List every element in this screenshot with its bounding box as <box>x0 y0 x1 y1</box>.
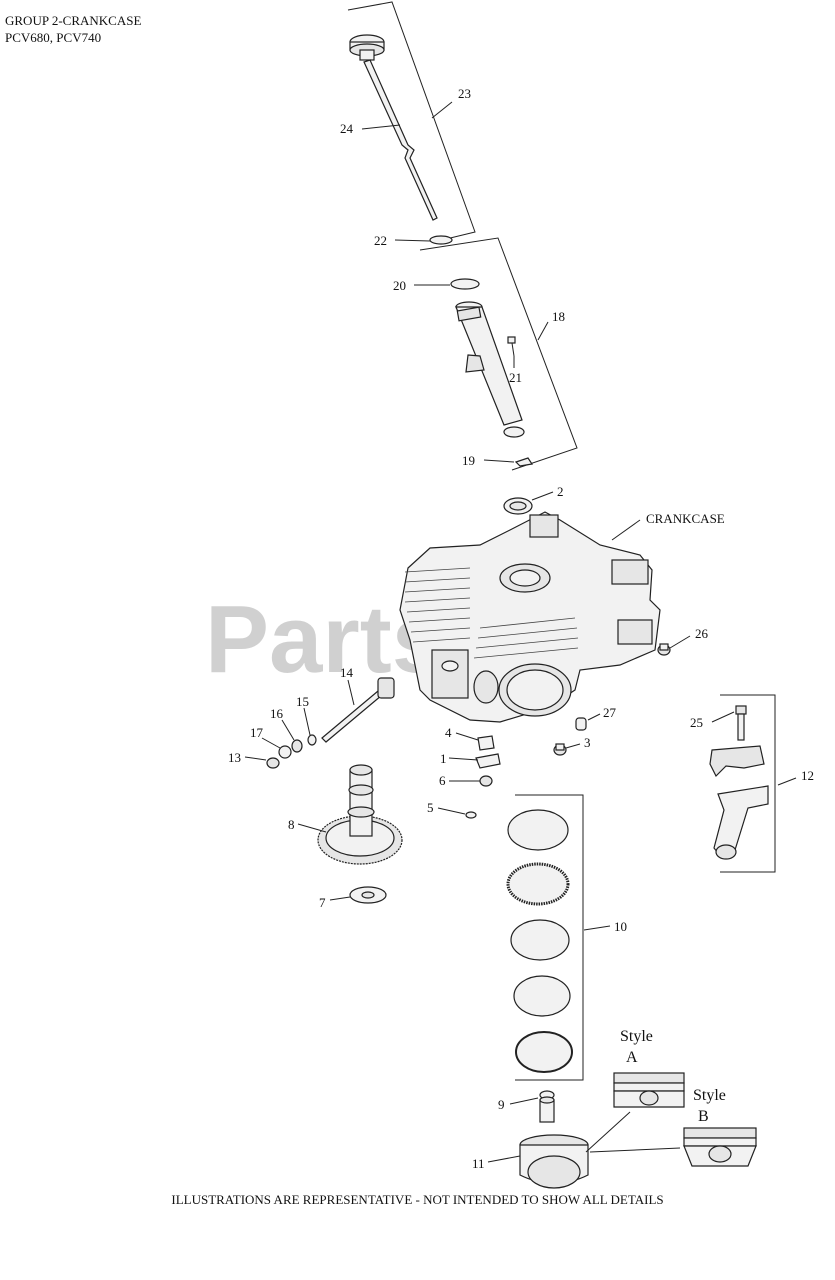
callout-7: 7 <box>319 895 326 910</box>
callout-9: 9 <box>498 1097 505 1112</box>
callout-2: 2 <box>557 484 564 499</box>
callout-26: 26 <box>695 626 709 641</box>
callout-1: 1 <box>440 751 447 766</box>
piston-pin-9[interactable] <box>539 1090 555 1123</box>
washer-7[interactable] <box>349 886 387 904</box>
piston-ring-2[interactable] <box>506 862 570 906</box>
leader-style-a <box>585 1111 631 1153</box>
callout-17: 17 <box>250 725 264 740</box>
ring-15[interactable] <box>307 734 317 746</box>
piston-style-a[interactable] <box>613 1072 685 1108</box>
callout-5: 5 <box>427 800 434 815</box>
bolt-26[interactable] <box>657 643 671 656</box>
bracket-10 <box>515 794 584 1081</box>
callout-19: 19 <box>462 453 475 468</box>
callout-16: 16 <box>270 706 284 721</box>
callout-22: 22 <box>374 233 387 248</box>
piston-style-b[interactable] <box>683 1127 757 1167</box>
plug-5[interactable] <box>465 811 477 819</box>
callout-21: 21 <box>509 370 522 385</box>
callout-11: 11 <box>472 1156 485 1171</box>
clip-19[interactable] <box>514 457 534 467</box>
nut-13[interactable] <box>266 757 280 769</box>
callout-10: 10 <box>614 919 627 934</box>
rod-bolt-25[interactable] <box>735 705 747 741</box>
style-a-word: Style <box>620 1028 653 1045</box>
leader-style-b <box>589 1147 681 1153</box>
callout-20: 20 <box>393 278 406 293</box>
disclaimer-footer: ILLUSTRATIONS ARE REPRESENTATIVE - NOT I… <box>171 1192 664 1207</box>
washer-16[interactable] <box>291 739 303 753</box>
bracket-12 <box>720 694 776 873</box>
oring-20[interactable] <box>450 278 480 290</box>
callout-3: 3 <box>584 735 591 750</box>
callout-15: 15 <box>296 694 309 709</box>
diagram-title: GROUP 2-CRANKCASE <box>5 13 142 28</box>
leader-lines <box>244 101 797 1163</box>
callout-27: 27 <box>603 705 617 720</box>
clip-4[interactable] <box>477 735 495 751</box>
piston-ring-5[interactable] <box>515 1031 573 1073</box>
callout-4: 4 <box>445 725 452 740</box>
style-b-word: Style <box>693 1087 726 1104</box>
oring-22[interactable] <box>429 235 453 245</box>
callout-24: 24 <box>340 121 354 136</box>
piston-11[interactable] <box>519 1134 589 1189</box>
lever-1[interactable] <box>475 753 501 769</box>
dipstick-rod[interactable] <box>363 59 438 221</box>
nut-6[interactable] <box>479 775 493 787</box>
model-numbers: PCV680, PCV740 <box>5 30 102 45</box>
style-b-letter: B <box>698 1108 709 1125</box>
piston-ring-3[interactable] <box>510 919 570 961</box>
screw-21[interactable] <box>507 336 516 357</box>
callout-13: 13 <box>228 750 241 765</box>
piston-ring-1[interactable] <box>507 809 569 851</box>
dipstick-tube[interactable] <box>455 301 525 438</box>
piston-ring-4[interactable] <box>513 975 571 1017</box>
crankcase-label: CRANKCASE <box>646 511 725 526</box>
callout-23: 23 <box>458 86 471 101</box>
rod-cap[interactable] <box>709 745 765 778</box>
connecting-rod[interactable] <box>713 785 769 860</box>
bolt-3[interactable] <box>553 743 567 756</box>
camshaft-8[interactable] <box>317 764 403 865</box>
callout-12: 12 <box>801 768 814 783</box>
oil-seal-2[interactable] <box>503 497 533 515</box>
callout-8: 8 <box>288 817 295 832</box>
callout-18: 18 <box>552 309 565 324</box>
callout-25: 25 <box>690 715 703 730</box>
leader-crankcase <box>611 519 641 541</box>
crankcase-block[interactable] <box>399 511 661 723</box>
dipstick-cap[interactable] <box>349 34 385 61</box>
callout-6: 6 <box>439 773 446 788</box>
dowel-27[interactable] <box>575 717 587 731</box>
callout-14: 14 <box>340 665 354 680</box>
style-a-letter: A <box>626 1049 638 1066</box>
bracket-18 <box>419 237 578 471</box>
washer-17[interactable] <box>278 745 292 759</box>
shaft-14[interactable] <box>321 677 395 743</box>
